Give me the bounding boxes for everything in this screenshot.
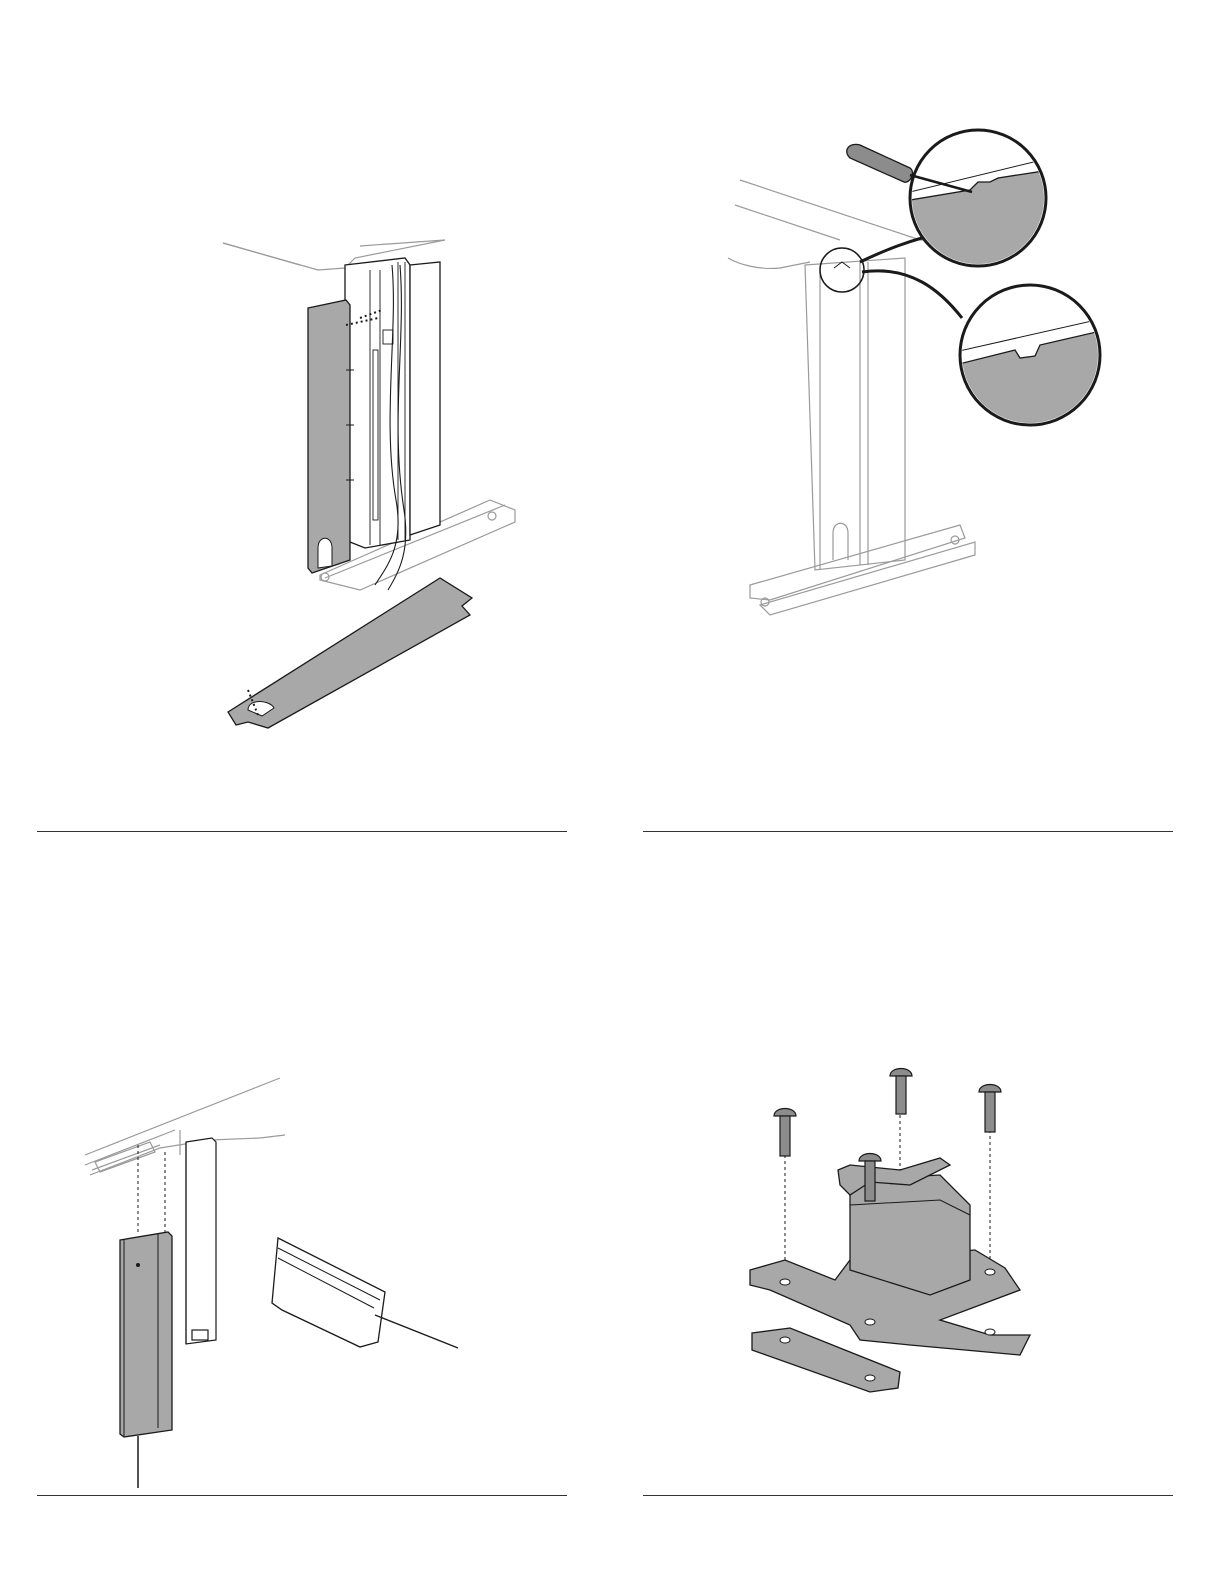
illustration-bracket-screws [610, 840, 1225, 1585]
illustration-svg [610, 840, 1225, 1585]
illustration-channel-insertion [0, 840, 610, 1585]
panel-divider-top-right [643, 831, 1173, 832]
illustration-screwdriver-notch [610, 0, 1225, 840]
panel-divider-bottom-left [37, 1495, 567, 1496]
panel-divider-top-left [37, 831, 567, 832]
illustration-svg [0, 0, 610, 840]
illustration-svg [610, 0, 1225, 840]
illustration-svg [0, 840, 610, 1585]
panel-divider-bottom-right [643, 1495, 1173, 1496]
illustration-side-cover-removal [0, 0, 610, 840]
